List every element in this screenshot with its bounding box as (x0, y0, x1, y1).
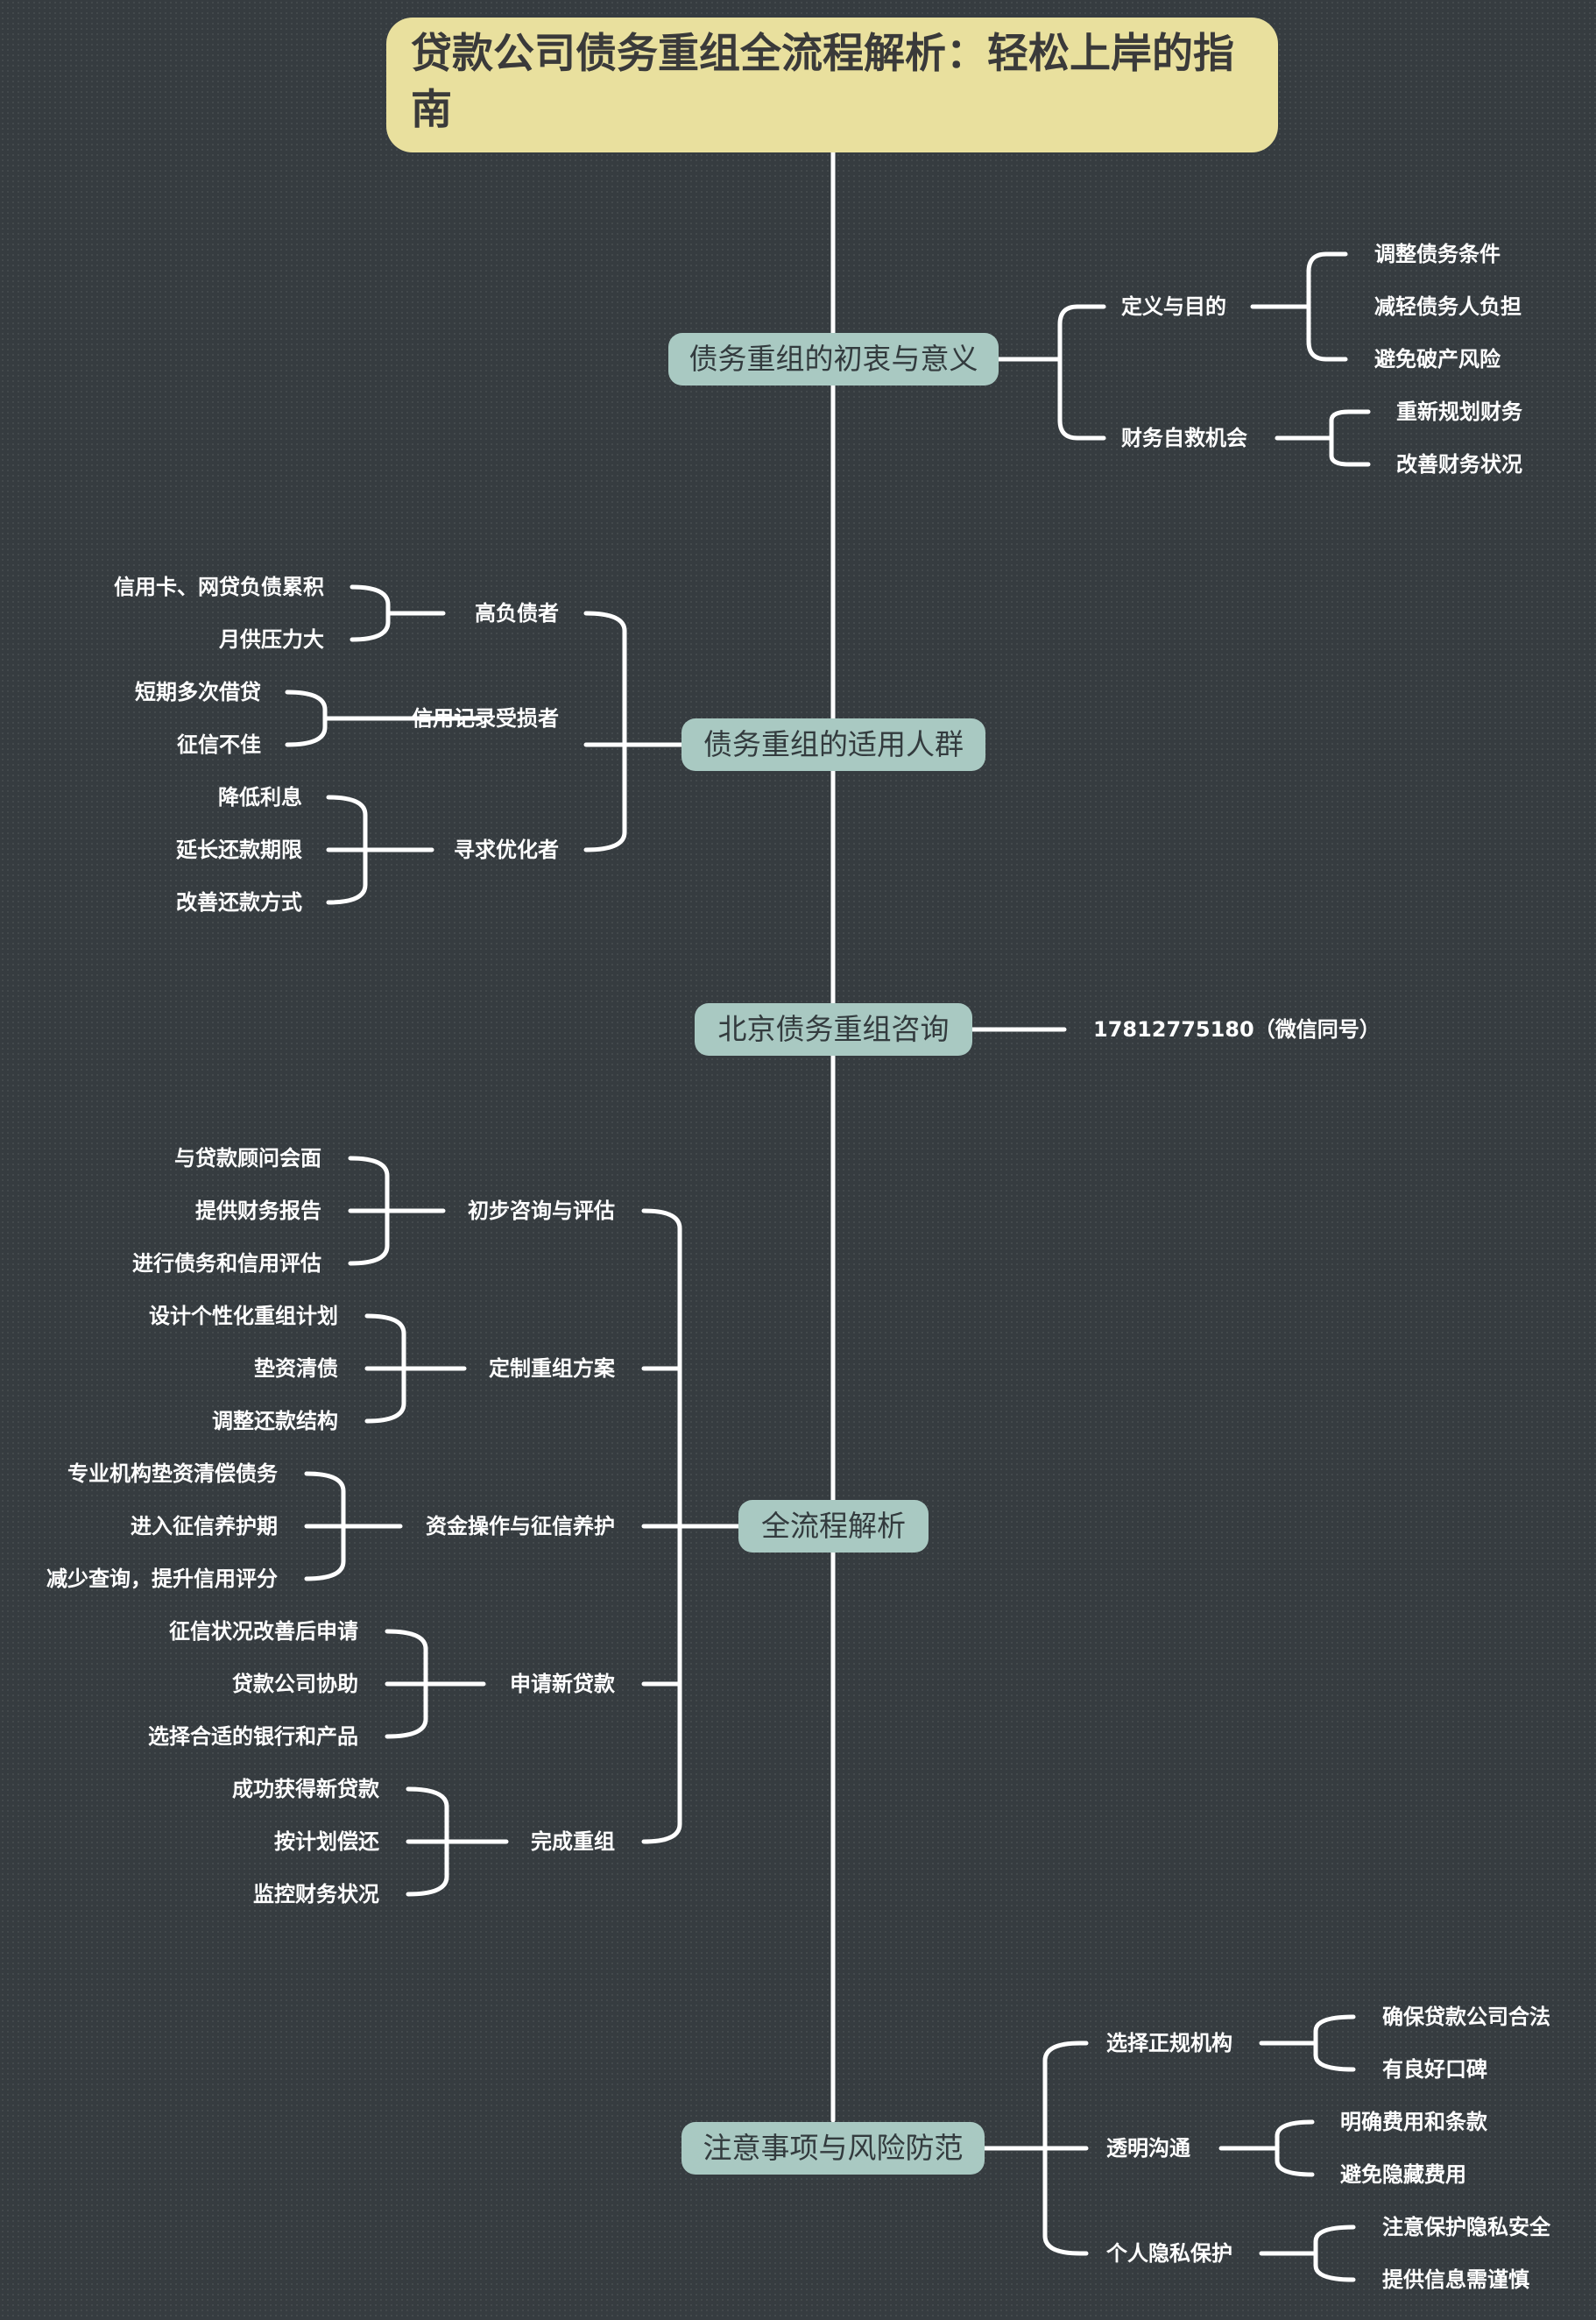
leaf-item: 延长还款期限 (176, 838, 302, 862)
leaf-item: 月供压力大 (219, 627, 324, 652)
leaf-item: 确保贷款公司合法 (1382, 2005, 1550, 2029)
page-title: 贷款公司债务重组全流程解析：轻松上岸的指南 (386, 18, 1278, 152)
leaf-item: 信用卡、网贷负债累积 (114, 575, 324, 599)
group-label-transparency[interactable]: 透明沟通 (1106, 2136, 1190, 2161)
leaf-item: 有良好口碑 (1382, 2057, 1487, 2082)
leaf-item: 进入征信养护期 (131, 1514, 278, 1538)
leaf-item: 征信不佳 (177, 732, 261, 757)
group-label-credit-damaged[interactable]: 信用记录受损者 (412, 706, 559, 731)
leaf-item: 与贷款顾问会面 (174, 1146, 321, 1171)
leaf-item: 提供信息需谨慎 (1382, 2267, 1529, 2292)
leaf-item: 减轻债务人负担 (1374, 294, 1522, 319)
leaf-item: 明确费用和条款 (1340, 2110, 1487, 2134)
leaf-item: 避免隐藏费用 (1340, 2162, 1466, 2187)
contact-phone: 17812775180（微信同号） (1093, 1017, 1381, 1042)
leaf-item: 设计个性化重组计划 (149, 1304, 338, 1328)
leaf-item: 改善财务状况 (1396, 452, 1522, 477)
leaf-item: 重新规划财务 (1396, 400, 1522, 424)
branch-pill-audience[interactable]: 债务重组的适用人群 (681, 718, 985, 771)
leaf-item: 提供财务报告 (195, 1199, 321, 1223)
group-label-self-rescue[interactable]: 财务自救机会 (1121, 426, 1247, 450)
group-label-complete[interactable]: 完成重组 (531, 1829, 615, 1854)
leaf-item: 监控财务状况 (253, 1882, 379, 1906)
leaf-item: 垫资清债 (254, 1356, 338, 1381)
branch-pill-consulting[interactable]: 北京债务重组咨询 (695, 1003, 972, 1056)
leaf-item: 避免破产风险 (1374, 347, 1501, 371)
branch-pill-risk[interactable]: 注意事项与风险防范 (681, 2122, 985, 2175)
group-label-consultation[interactable]: 初步咨询与评估 (468, 1199, 615, 1223)
branch-pill-process[interactable]: 全流程解析 (738, 1500, 929, 1553)
leaf-item: 选择合适的银行和产品 (148, 1724, 358, 1749)
leaf-item: 进行债务和信用评估 (132, 1251, 321, 1276)
leaf-item: 短期多次借贷 (135, 680, 261, 704)
group-label-high-debt[interactable]: 高负债者 (475, 601, 559, 626)
leaf-item: 专业机构垫资清偿债务 (67, 1461, 278, 1486)
group-label-privacy[interactable]: 个人隐私保护 (1106, 2241, 1232, 2266)
leaf-item: 改善还款方式 (176, 890, 302, 915)
group-label-optimizers[interactable]: 寻求优化者 (454, 838, 559, 862)
group-label-legit-agency[interactable]: 选择正规机构 (1106, 2031, 1232, 2055)
leaf-item: 调整还款结构 (212, 1409, 338, 1433)
group-label-new-loan[interactable]: 申请新贷款 (510, 1672, 615, 1696)
leaf-item: 按计划偿还 (274, 1829, 379, 1854)
group-label-definition[interactable]: 定义与目的 (1121, 294, 1226, 319)
leaf-item: 征信状况改善后申请 (169, 1619, 358, 1644)
leaf-item: 成功获得新贷款 (232, 1777, 379, 1801)
group-label-funding-credit[interactable]: 资金操作与征信养护 (426, 1514, 615, 1538)
leaf-item: 注意保护隐私安全 (1382, 2215, 1550, 2239)
leaf-item: 贷款公司协助 (232, 1672, 358, 1696)
leaf-item: 调整债务条件 (1374, 242, 1501, 266)
leaf-item: 减少查询，提升信用评分 (46, 1567, 278, 1591)
branch-pill-purpose[interactable]: 债务重组的初衷与意义 (668, 333, 999, 385)
leaf-item: 降低利息 (218, 785, 302, 810)
group-label-custom-plan[interactable]: 定制重组方案 (489, 1356, 615, 1381)
